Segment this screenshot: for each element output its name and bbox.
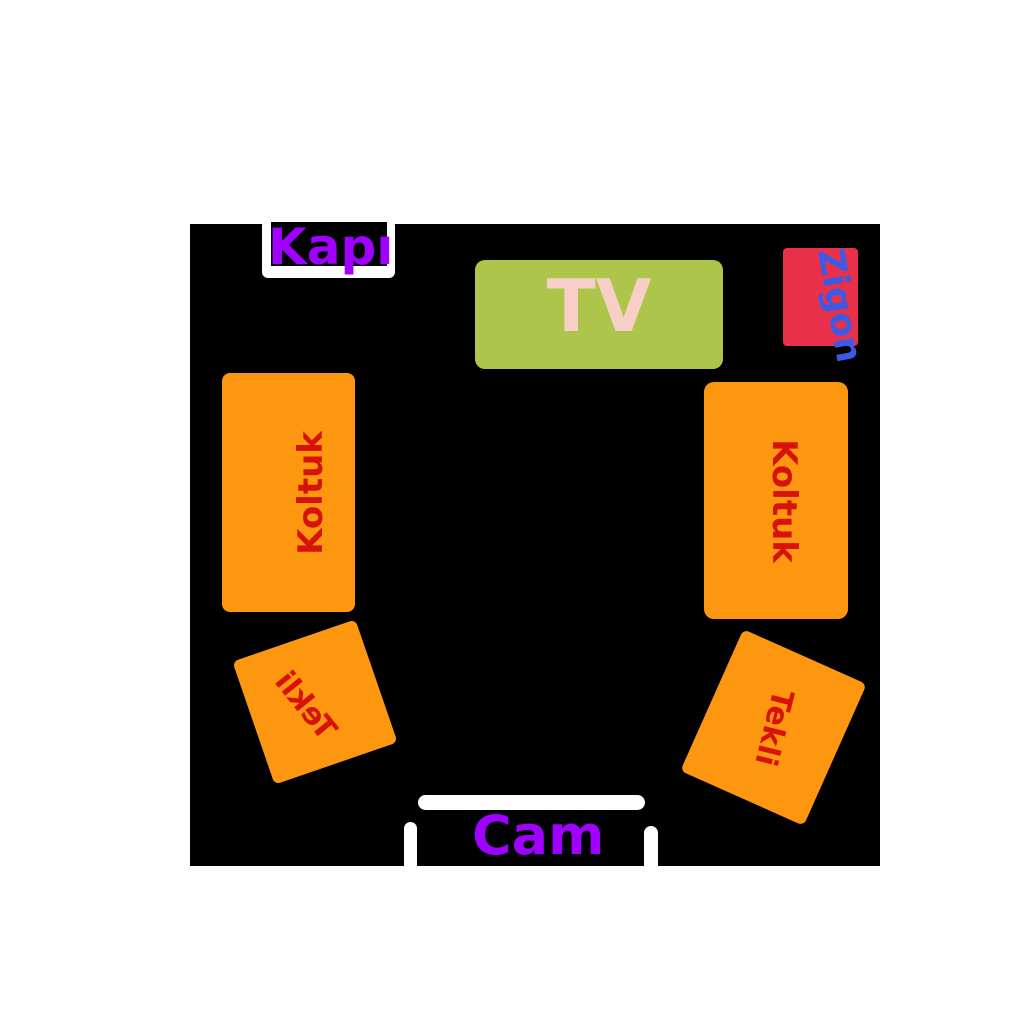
side-table [783,248,858,346]
tv: TV [475,260,723,369]
sofa-right: Koltuk [704,382,848,619]
window-right-line [644,826,658,872]
tv-label: TV [546,263,652,348]
armchair-right-label: Tekli [747,685,800,770]
sofa-left-label: Koltuk [291,430,331,555]
door-inner [271,222,387,266]
window-label: Cam [472,804,605,867]
door-label: Kapı [268,218,394,276]
armchair-left-label: Tekli [267,664,344,747]
window-left-line [404,822,417,872]
sofa-right-label: Koltuk [763,438,804,563]
sofa-left: Koltuk [222,373,355,612]
window-top-line [418,795,645,810]
